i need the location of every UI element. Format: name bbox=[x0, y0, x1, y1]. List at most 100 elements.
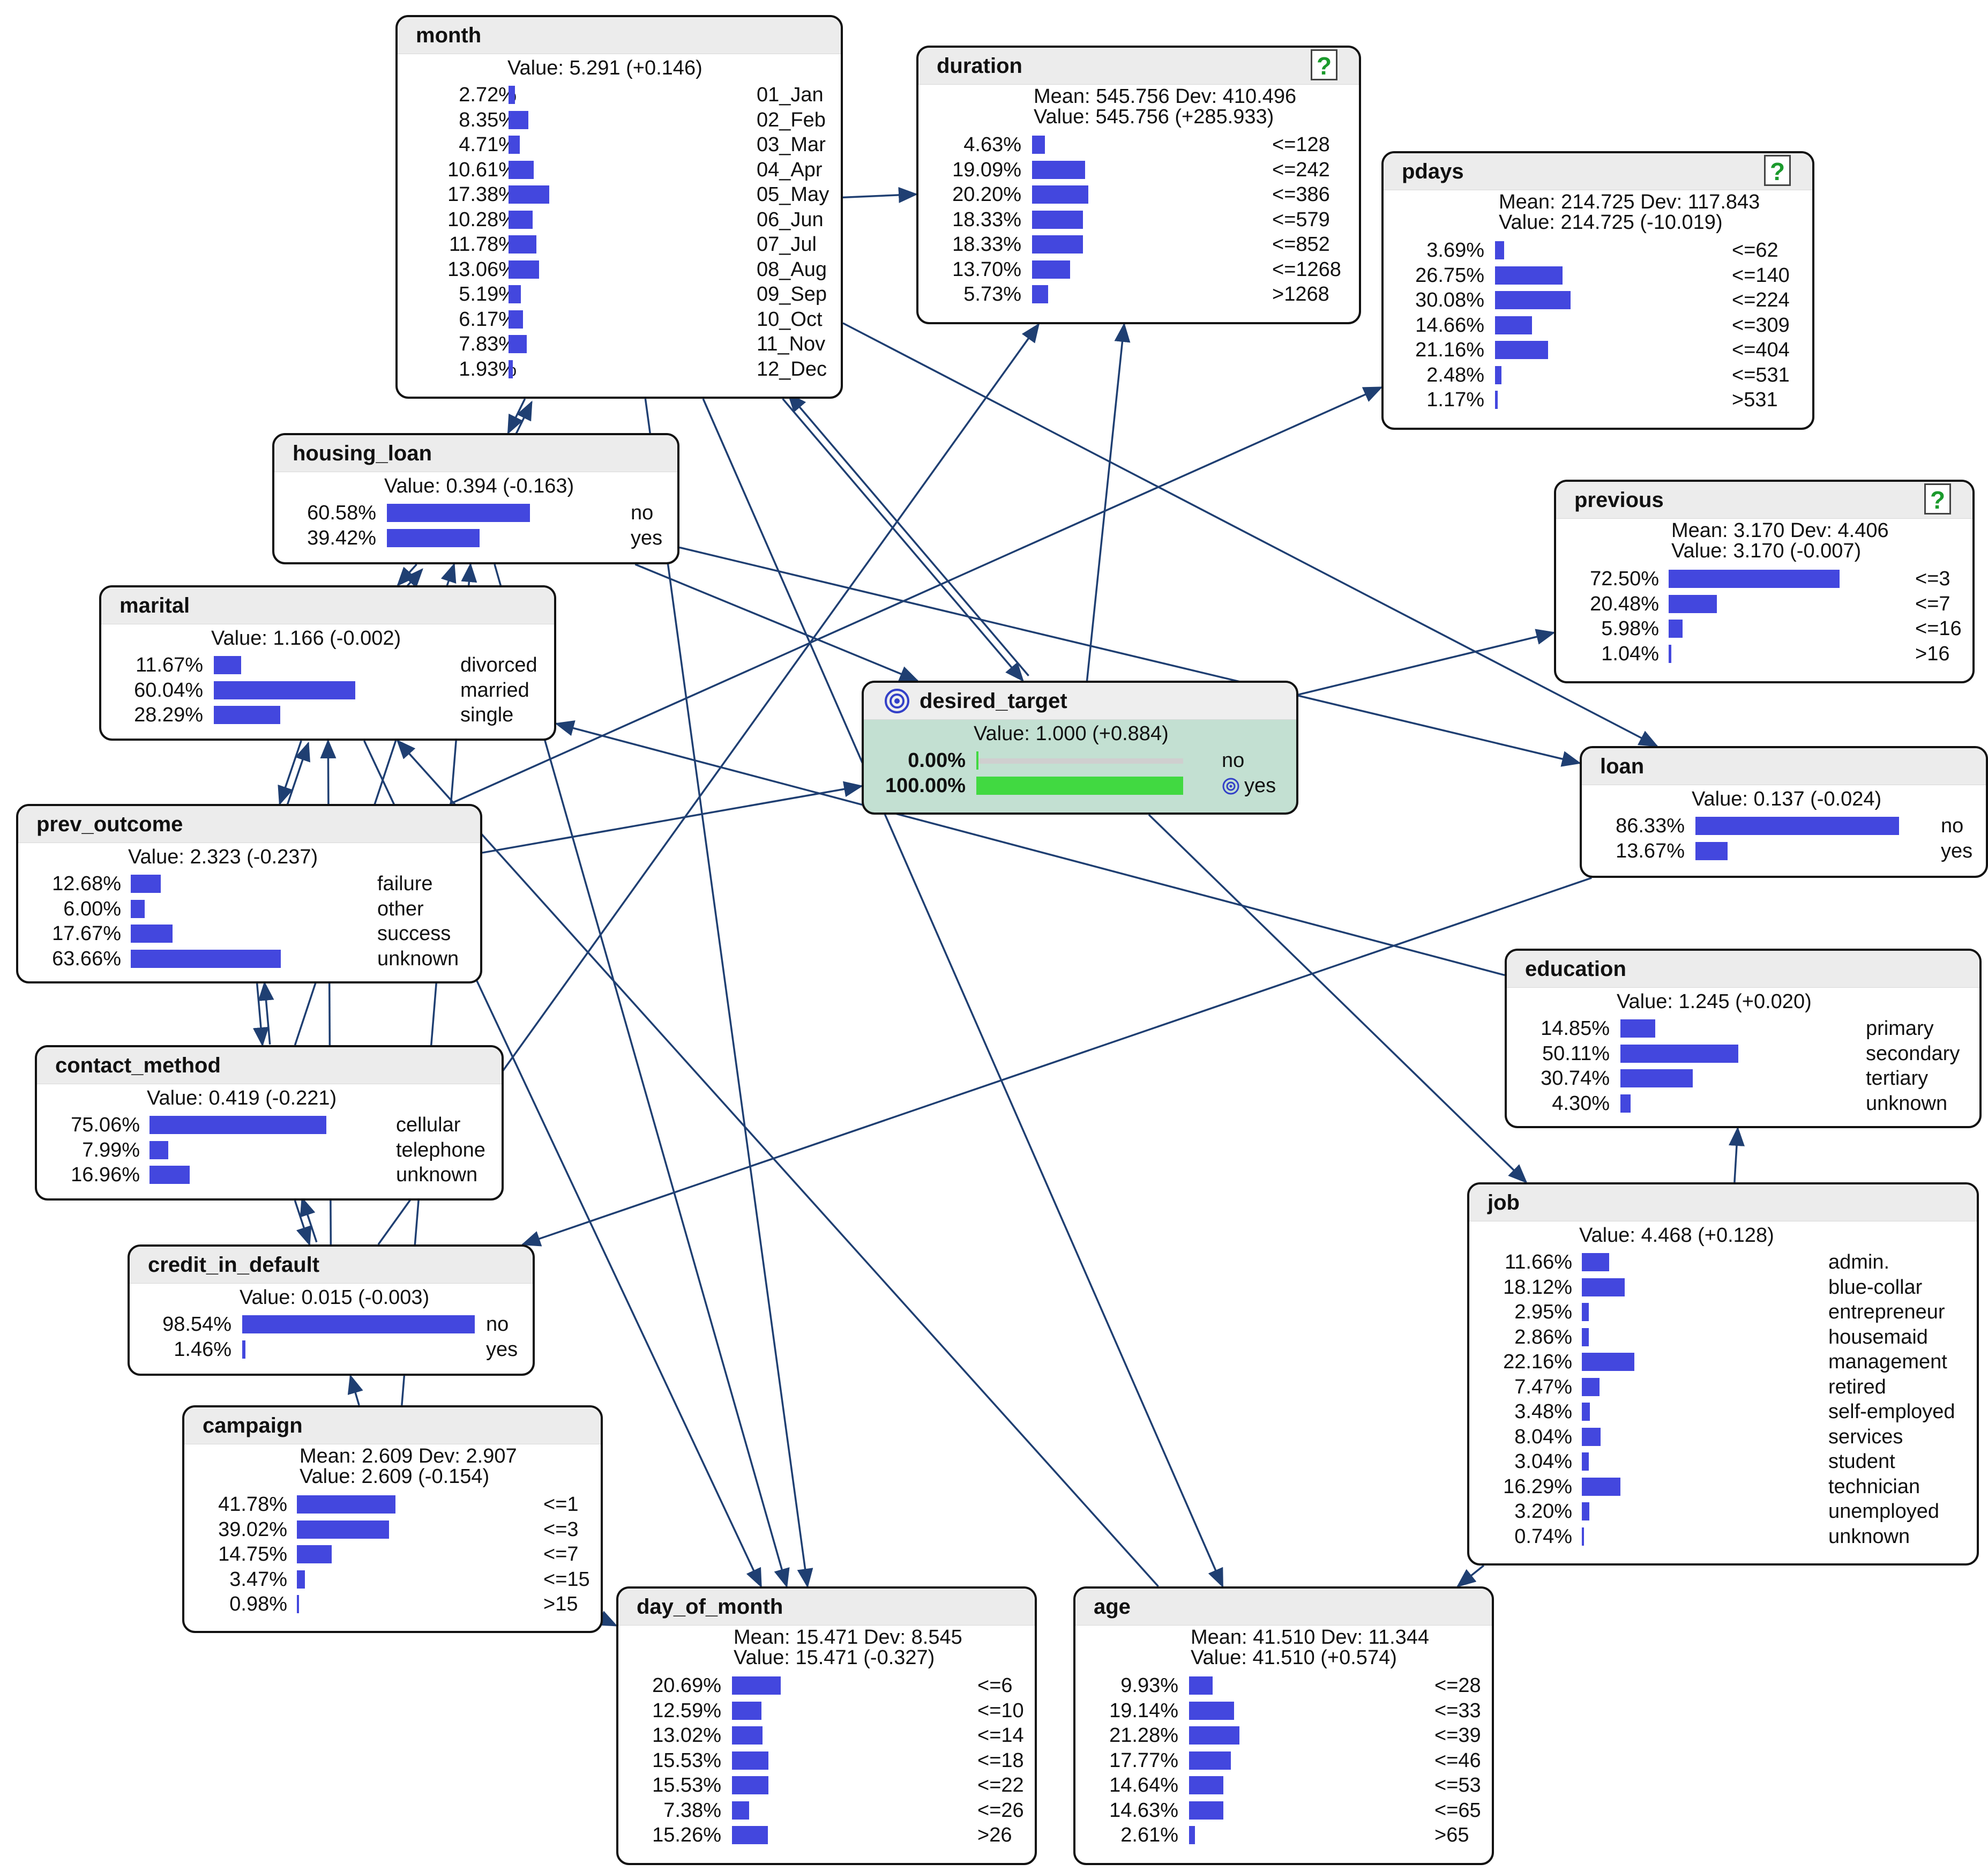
state-row[interactable]: 86.33%no bbox=[1582, 814, 1986, 838]
state-row[interactable]: 13.06%08_Aug bbox=[398, 257, 841, 282]
state-row[interactable]: 50.11%secondary bbox=[1507, 1041, 1979, 1066]
state-row[interactable]: 63.66%unknown bbox=[18, 946, 480, 971]
node-header[interactable]: contact_method bbox=[37, 1047, 502, 1084]
state-row[interactable]: 4.71%03_Mar bbox=[398, 132, 841, 157]
state-row[interactable]: 14.85%primary bbox=[1507, 1016, 1979, 1041]
state-row[interactable]: 30.74%tertiary bbox=[1507, 1066, 1979, 1091]
state-row[interactable]: 39.02%<=3 bbox=[184, 1517, 601, 1542]
node-header[interactable]: pdays? bbox=[1384, 153, 1812, 190]
state-row[interactable]: 14.75%<=7 bbox=[184, 1542, 601, 1567]
node-header[interactable]: job bbox=[1469, 1184, 1977, 1221]
state-row[interactable]: 11.66%admin. bbox=[1469, 1250, 1977, 1274]
state-row[interactable]: 21.28%<=39 bbox=[1075, 1723, 1492, 1748]
state-row[interactable]: 3.69%<=62 bbox=[1384, 238, 1812, 263]
state-row[interactable]: 13.02%<=14 bbox=[618, 1723, 1035, 1748]
state-row[interactable]: 20.69%<=6 bbox=[618, 1673, 1035, 1698]
state-row[interactable]: 12.59%<=10 bbox=[618, 1698, 1035, 1723]
node-header[interactable]: day_of_month bbox=[618, 1589, 1035, 1626]
state-row[interactable]: 16.96%unknown bbox=[37, 1162, 502, 1187]
state-row[interactable]: 5.73%>1268 bbox=[918, 282, 1359, 307]
state-row[interactable]: 2.61%>65 bbox=[1075, 1823, 1492, 1847]
state-row[interactable]: 28.29%single bbox=[101, 703, 554, 727]
state-row[interactable]: 6.17%10_Oct bbox=[398, 307, 841, 332]
node-header[interactable]: campaign bbox=[184, 1407, 601, 1444]
state-row[interactable]: 7.83%11_Nov bbox=[398, 332, 841, 356]
state-row[interactable]: 2.72%01_Jan bbox=[398, 83, 841, 107]
state-row[interactable]: 3.20%unemployed bbox=[1469, 1499, 1977, 1524]
state-row[interactable]: 6.00%other bbox=[18, 897, 480, 921]
state-row[interactable]: 4.30%unknown bbox=[1507, 1091, 1979, 1116]
state-row[interactable]: 0.00%no bbox=[864, 748, 1296, 773]
state-row[interactable]: 14.63%<=65 bbox=[1075, 1798, 1492, 1823]
state-row[interactable]: 4.63%<=128 bbox=[918, 132, 1359, 157]
state-row[interactable]: 15.26%>26 bbox=[618, 1823, 1035, 1847]
state-row[interactable]: 10.28%06_Jun bbox=[398, 207, 841, 232]
state-row[interactable]: 11.67%divorced bbox=[101, 653, 554, 677]
state-row[interactable]: 15.53%<=18 bbox=[618, 1748, 1035, 1773]
node-header[interactable]: month bbox=[398, 17, 841, 54]
state-row[interactable]: 20.48%<=7 bbox=[1556, 592, 1972, 616]
state-row[interactable]: 1.17%>531 bbox=[1384, 387, 1812, 412]
state-row[interactable]: 2.95%entrepreneur bbox=[1469, 1300, 1977, 1324]
state-row[interactable]: 14.66%<=309 bbox=[1384, 313, 1812, 338]
state-row[interactable]: 17.38%05_May bbox=[398, 182, 841, 207]
state-row[interactable]: 7.38%<=26 bbox=[618, 1798, 1035, 1823]
node-header[interactable]: prev_outcome bbox=[18, 806, 480, 843]
state-row[interactable]: 20.20%<=386 bbox=[918, 182, 1359, 207]
state-row[interactable]: 30.08%<=224 bbox=[1384, 288, 1812, 312]
node-header[interactable]: desired_target bbox=[864, 683, 1296, 720]
state-row[interactable]: 12.68%failure bbox=[18, 871, 480, 896]
state-row[interactable]: 60.58%no bbox=[274, 501, 677, 525]
state-row[interactable]: 1.93%12_Dec bbox=[398, 357, 841, 382]
state-row[interactable]: 10.61%04_Apr bbox=[398, 158, 841, 182]
state-row[interactable]: 18.33%<=579 bbox=[918, 207, 1359, 232]
state-row[interactable]: 2.86%housemaid bbox=[1469, 1325, 1977, 1350]
state-row[interactable]: 3.47%<=15 bbox=[184, 1567, 601, 1592]
state-row[interactable]: 9.93%<=28 bbox=[1075, 1673, 1492, 1698]
state-row[interactable]: 7.47%retired bbox=[1469, 1375, 1977, 1399]
state-row[interactable]: 14.64%<=53 bbox=[1075, 1773, 1492, 1798]
help-icon[interactable]: ? bbox=[1764, 155, 1791, 186]
state-row[interactable]: 16.29%technician bbox=[1469, 1474, 1977, 1499]
state-row[interactable]: 1.04%>16 bbox=[1556, 642, 1972, 666]
state-row[interactable]: 26.75%<=140 bbox=[1384, 263, 1812, 288]
node-header[interactable]: duration? bbox=[918, 48, 1359, 85]
node-header[interactable]: credit_in_default bbox=[130, 1247, 533, 1284]
state-row[interactable]: 19.14%<=33 bbox=[1075, 1698, 1492, 1723]
state-row[interactable]: 3.04%student bbox=[1469, 1449, 1977, 1474]
state-row[interactable]: 39.42%yes bbox=[274, 526, 677, 550]
state-row[interactable]: 0.74%unknown bbox=[1469, 1524, 1977, 1549]
state-row[interactable]: 7.99%telephone bbox=[37, 1138, 502, 1162]
state-row[interactable]: 8.04%services bbox=[1469, 1425, 1977, 1449]
state-row[interactable]: 60.04%married bbox=[101, 678, 554, 703]
state-row[interactable]: 100.00%yes bbox=[864, 773, 1296, 798]
state-row[interactable]: 11.78%07_Jul bbox=[398, 232, 841, 257]
state-row[interactable]: 5.19%09_Sep bbox=[398, 282, 841, 307]
node-header[interactable]: marital bbox=[101, 587, 554, 624]
state-row[interactable]: 18.33%<=852 bbox=[918, 232, 1359, 257]
state-row[interactable]: 41.78%<=1 bbox=[184, 1492, 601, 1517]
state-row[interactable]: 98.54%no bbox=[130, 1312, 533, 1337]
state-row[interactable]: 2.48%<=531 bbox=[1384, 363, 1812, 387]
node-header[interactable]: previous? bbox=[1556, 482, 1972, 519]
state-row[interactable]: 8.35%02_Feb bbox=[398, 108, 841, 132]
state-row[interactable]: 21.16%<=404 bbox=[1384, 338, 1812, 362]
state-row[interactable]: 5.98%<=16 bbox=[1556, 616, 1972, 641]
state-row[interactable]: 1.46%yes bbox=[130, 1337, 533, 1362]
state-row[interactable]: 22.16%management bbox=[1469, 1350, 1977, 1374]
state-row[interactable]: 13.67%yes bbox=[1582, 839, 1986, 863]
state-row[interactable]: 19.09%<=242 bbox=[918, 158, 1359, 182]
